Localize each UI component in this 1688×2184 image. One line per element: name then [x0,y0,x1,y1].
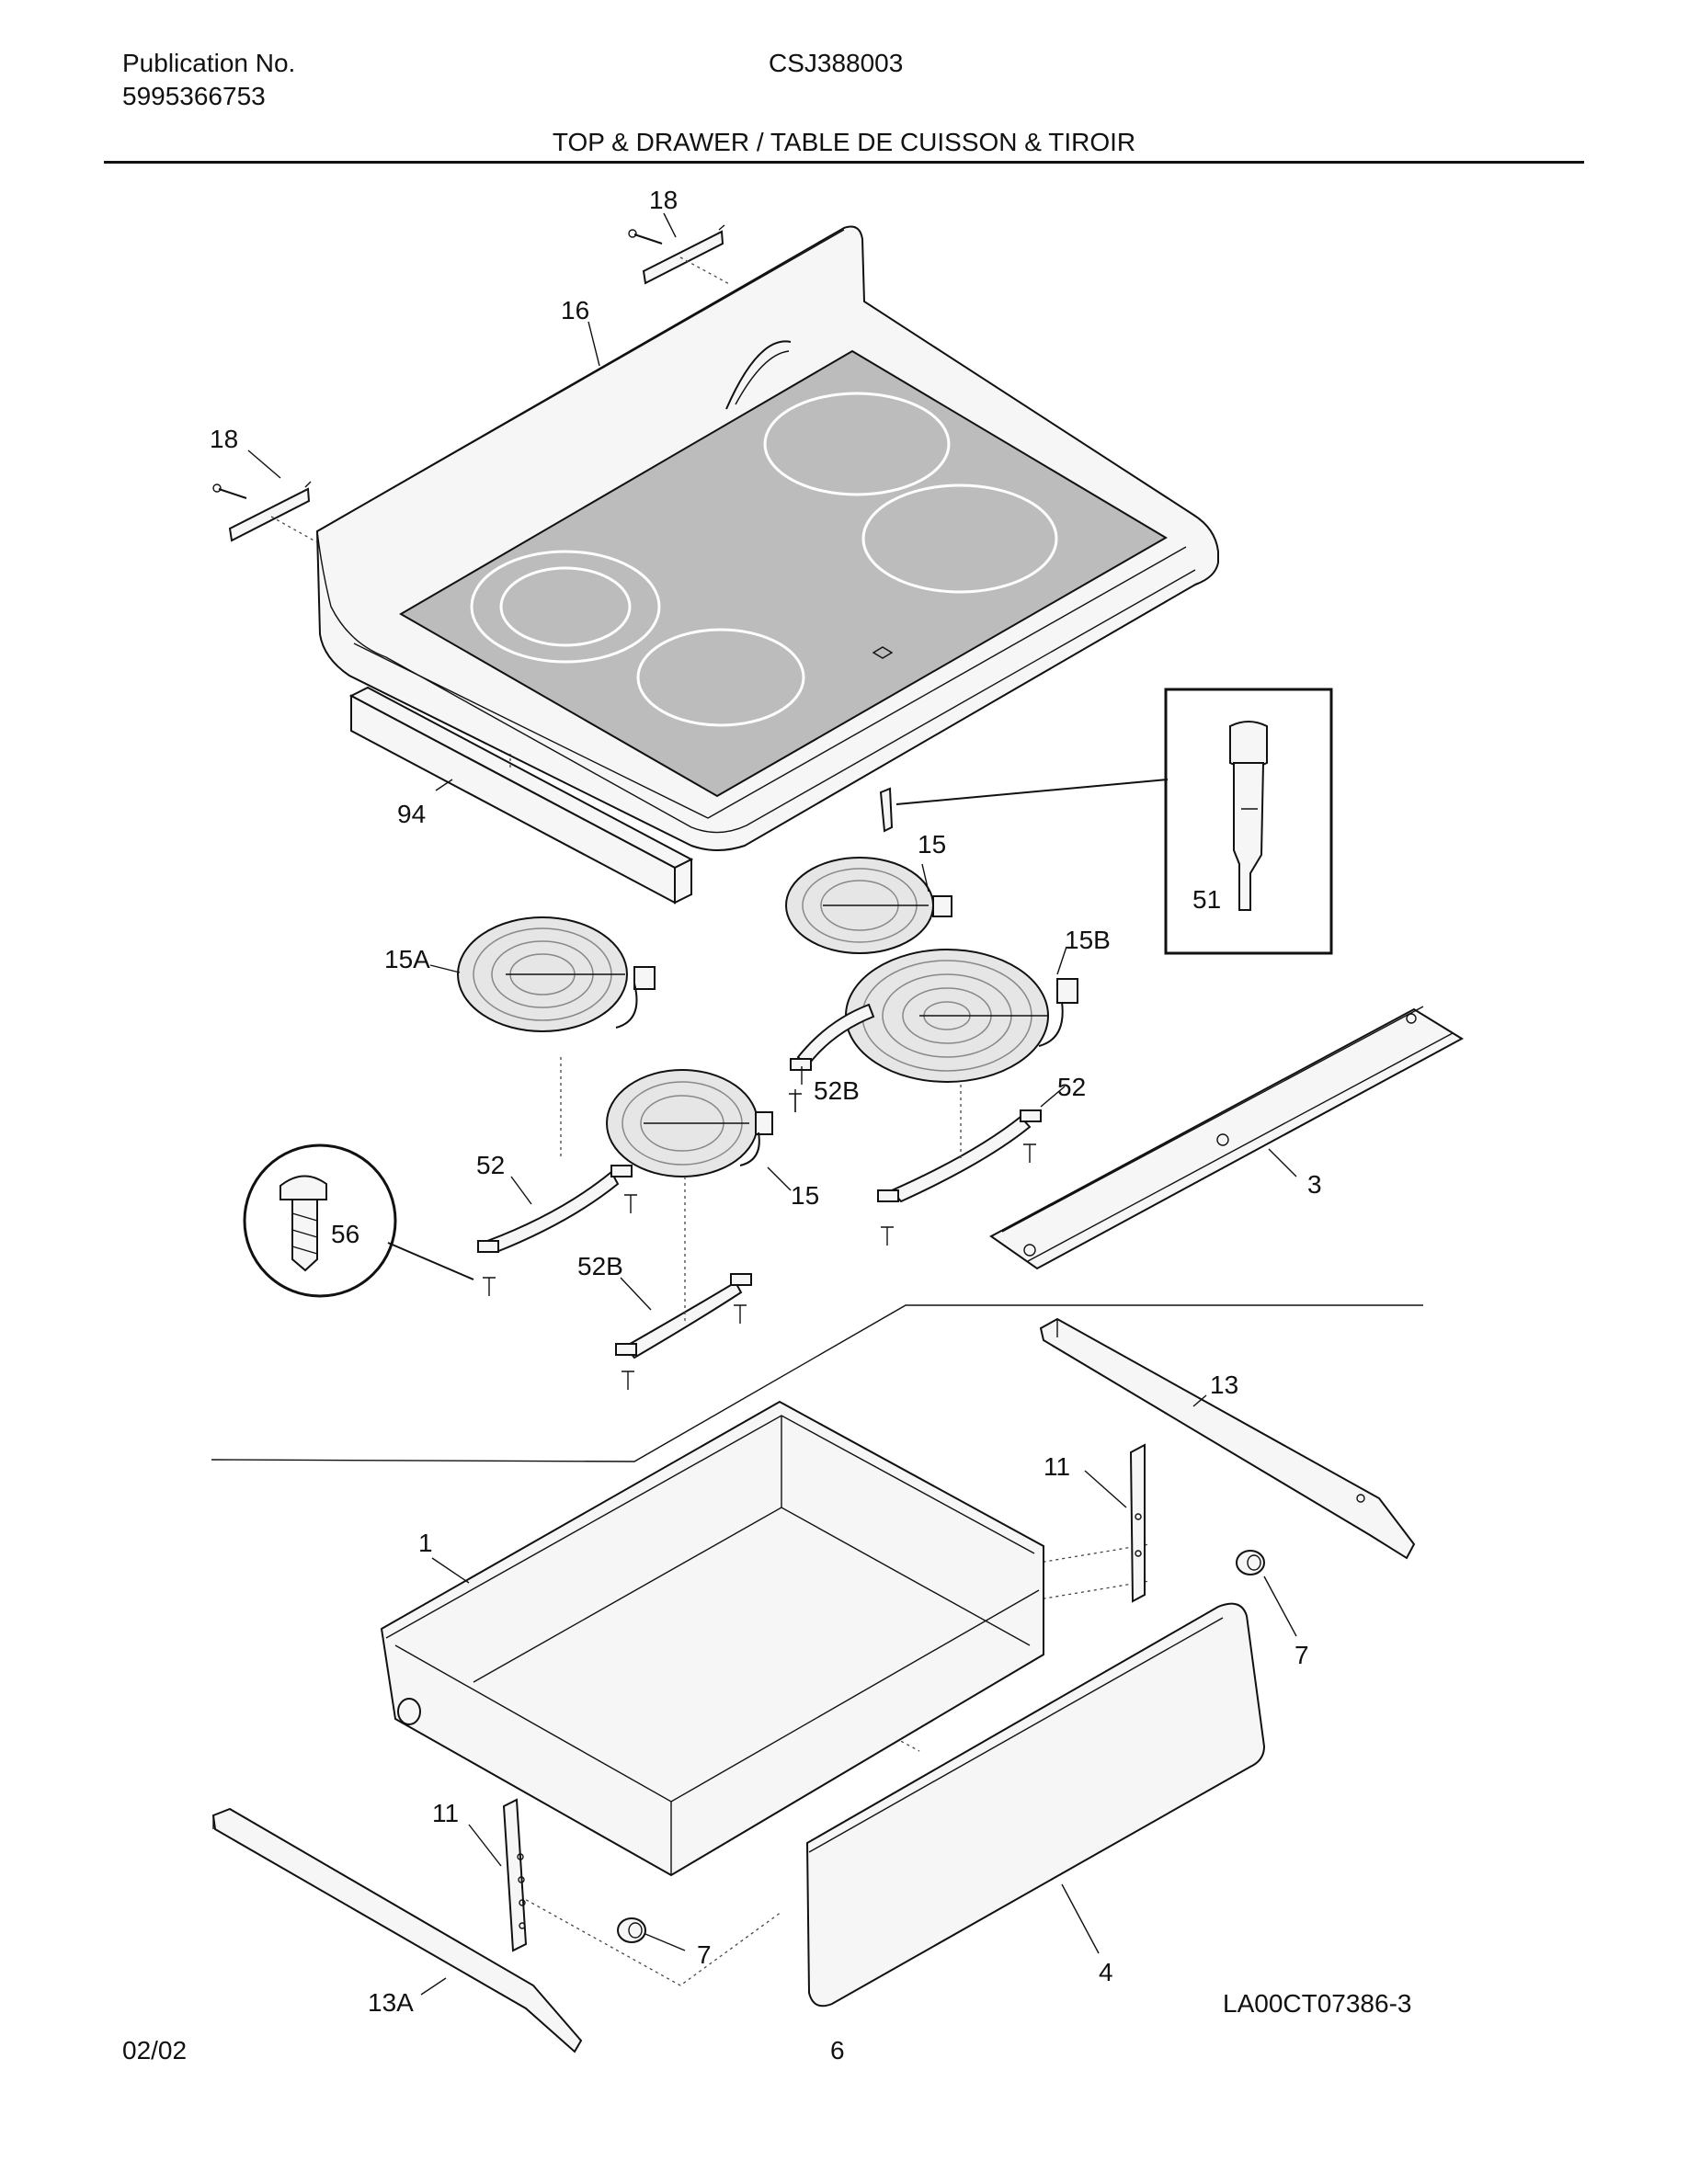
publication-number: 5995366753 [122,82,266,110]
header-rule [104,161,1584,164]
bracket-part-left [212,481,318,543]
callout-16: 16 [561,296,589,324]
drawer-part [380,1400,1044,1877]
model-number: CSJ388003 [769,49,904,77]
callout-52-left: 52 [476,1151,505,1179]
trim-strip-part [348,686,694,904]
element-bracket-52-left [477,1165,633,1254]
roller-part-left [617,1917,646,1943]
callout-3: 3 [1307,1170,1322,1199]
callout-52B-bottom: 52B [577,1252,623,1280]
element-bracket-52B-top [790,1003,875,1112]
callout-13A: 13A [368,1988,414,2017]
element-15-top [785,857,952,954]
callout-15-bottom: 15 [791,1181,819,1210]
element-bracket-52-right [877,1109,1042,1203]
rail-part-13 [1039,1317,1416,1560]
slide-part-left [502,1798,528,1952]
callout-1: 1 [418,1529,433,1557]
callout-7-left: 7 [697,1940,712,1969]
element-15B [845,949,1078,1083]
publication-label: Publication No. [122,49,296,77]
callout-4: 4 [1099,1958,1113,1986]
callout-11-right: 11 [1044,1452,1070,1481]
leader-lines [247,212,1297,1996]
diagram-reference: LA00CT07386-3 [1223,1989,1412,2018]
screw-detail-circle [243,1143,397,1298]
screw-detail-leader [387,1242,474,1280]
footer-date: 02/02 [122,2036,188,2065]
callout-18-top: 18 [649,186,678,214]
slide-part-right [1129,1443,1146,1603]
callout-13: 13 [1210,1371,1238,1399]
drawer-front-part [805,1602,1266,2008]
element-15-bottom [606,1069,773,1177]
callout-56: 56 [331,1220,359,1248]
callout-94: 94 [397,800,426,828]
callout-15-top: 15 [918,830,946,859]
callout-11-left: 11 [432,1799,459,1827]
element-15A [457,916,656,1032]
screw-detail-part [279,1175,327,1272]
callout-52B-top: 52B [814,1076,860,1105]
callout-15B: 15B [1065,926,1111,954]
callout-15A: 15A [384,945,430,973]
element-bracket-52B-bottom [615,1273,752,1359]
bracket-part-top [628,224,732,286]
callout-51: 51 [1192,885,1221,914]
callout-labels: 18 16 18 94 15 51 15A 15B 52 52B 52 15 3… [210,186,1322,2017]
inset-leader [895,779,1169,805]
switch-part [1229,721,1268,911]
switch-small [879,787,894,833]
callout-52-right: 52 [1057,1073,1086,1101]
roller-part-right [1236,1550,1265,1575]
page-title: TOP & DRAWER / TABLE DE CUISSON & TIROIR [552,128,1136,156]
cooktop-part [315,225,1219,851]
page-number: 6 [830,2036,845,2065]
callout-7-right: 7 [1295,1641,1309,1669]
rail-part-13A [211,1807,583,2053]
rail-part-3 [989,1006,1464,1270]
screws [483,1093,1036,1390]
callout-18-left: 18 [210,425,238,453]
